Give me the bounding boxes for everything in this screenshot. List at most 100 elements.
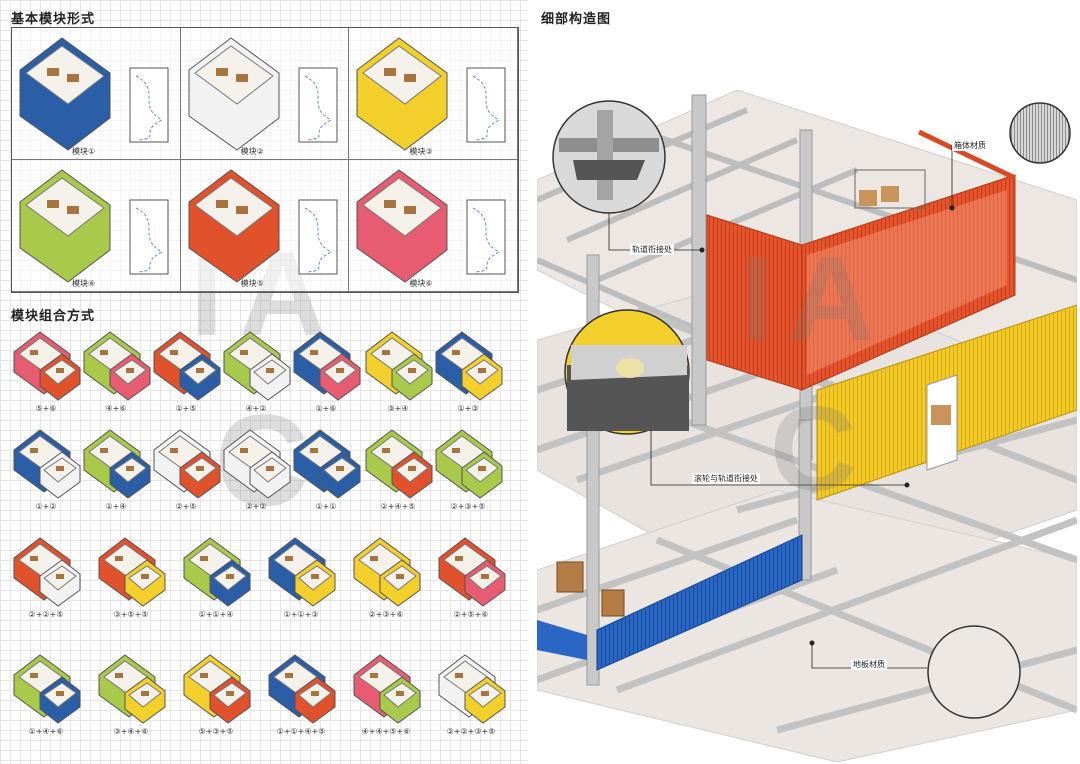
combo-label: ①+①+④+⑤ — [276, 727, 326, 736]
combo-drawing — [13, 331, 81, 401]
combo-item: ③+⑤+⑤ — [95, 528, 167, 628]
title-basic-modules: 基本模块形式 — [11, 12, 96, 27]
combo-label: ①+③ — [457, 404, 479, 413]
combo-item: ⑤+⑥ — [10, 322, 82, 422]
combo-item: ①+⑤ — [150, 322, 222, 422]
combo-item: ①+② — [10, 420, 82, 520]
callout-floor-material: 地板材质 — [851, 659, 887, 670]
module-drawing — [188, 169, 338, 283]
orange-module-glass — [807, 190, 1007, 375]
combo-label: ②+③+⑥ — [368, 610, 404, 619]
module-cell-3: 模块③ — [349, 28, 518, 160]
title-module-combinations: 模块组合方式 — [11, 309, 96, 324]
module-label: 模块③ — [409, 147, 433, 156]
combo-item: ①+④ — [80, 420, 152, 520]
module-drawing — [356, 37, 506, 151]
combo-item: ②+⑤ — [150, 420, 222, 520]
combo-label: ②+②+⑤ — [28, 610, 64, 619]
module-label: 模块⑤ — [240, 279, 264, 288]
combo-label: ①+①+③ — [283, 610, 319, 619]
shelf-unit — [854, 169, 926, 209]
blue-module-wall — [596, 534, 803, 671]
rail-joint-detail-circle — [552, 100, 666, 214]
module-cell-6: 模块⑥ — [349, 160, 518, 292]
module-cell-5: 模块⑤ — [180, 160, 350, 292]
combo-drawing — [435, 429, 503, 499]
combo-drawing — [153, 331, 221, 401]
combo-item: ③+④+⑥ — [95, 645, 167, 745]
combo-item: ②+③+⑥ — [350, 528, 422, 628]
blue-module-accent — [537, 620, 587, 660]
orange-module-side — [801, 174, 1016, 391]
combo-label: ④+② — [245, 404, 267, 413]
module-drawing — [19, 37, 169, 151]
combo-label: ①+①+④ — [198, 610, 234, 619]
combo-drawing — [293, 331, 361, 401]
combo-label: ①+① — [315, 502, 337, 511]
combo-drawing — [223, 429, 291, 499]
combo-label: ③+④ — [387, 404, 409, 413]
combo-label: ②+④+⑤ — [380, 502, 416, 511]
box-material-swatch — [1009, 102, 1071, 164]
combo-label: ④+⑥ — [105, 404, 127, 413]
combo-drawing — [293, 429, 361, 499]
combo-item: ③+④ — [362, 322, 434, 422]
wheel-joint-detail-circle — [564, 309, 690, 435]
combo-drawing — [83, 429, 151, 499]
callout-rail-joint: 轨道衔接处 — [630, 244, 674, 255]
title-detail-construction: 细部构造图 — [541, 12, 612, 27]
combo-label: ②+②+③+⑤ — [446, 727, 496, 736]
combo-item: ⑤+③+⑤ — [180, 645, 252, 745]
combo-label: ②+⑤ — [175, 502, 197, 511]
combo-label: ③+④+⑥ — [113, 727, 149, 736]
combo-item: ①+① — [290, 420, 362, 520]
combo-label: ①+④ — [105, 502, 127, 511]
combo-item: ①+①+③ — [265, 528, 337, 628]
combo-drawing — [365, 429, 433, 499]
combo-item: ②+④+⑤ — [362, 420, 434, 520]
combo-item: ①+④+⑥ — [10, 645, 82, 745]
combo-drawing — [13, 654, 81, 724]
combo-drawing — [353, 537, 421, 607]
combo-item: ②+② — [220, 420, 292, 520]
combo-label: ⑤+③+⑤ — [198, 727, 234, 736]
combo-item: ①+③ — [432, 322, 504, 422]
module-label: 模块④ — [72, 279, 96, 288]
module-drawing — [356, 169, 506, 283]
combo-drawing — [98, 654, 166, 724]
combo-drawing — [153, 429, 221, 499]
combo-label: ①+② — [35, 502, 57, 511]
combo-item: ①+①+④ — [180, 528, 252, 628]
combo-label: ③+⑤+⑤ — [113, 610, 149, 619]
combo-item: ④+④+⑤+⑥ — [350, 645, 422, 745]
combo-drawing — [435, 331, 503, 401]
module-label: 模块⑥ — [409, 279, 433, 288]
callout-wheel-joint: 滚轮与轨道衔接处 — [692, 473, 760, 484]
module-cell-2: 模块② — [180, 28, 350, 160]
watermark-right-top: IA — [740, 232, 888, 366]
combo-drawing — [438, 654, 506, 724]
combo-item: ②+③+⑤ — [432, 420, 504, 520]
combo-label: ②+③+⑤ — [450, 502, 486, 511]
module-label: 模块① — [72, 147, 96, 156]
combo-drawing — [268, 537, 336, 607]
module-cell-4: 模块④ — [12, 160, 181, 292]
combo-item: ①+⑥ — [290, 322, 362, 422]
combo-item: ②+⑤+⑥ — [435, 528, 507, 628]
combo-item: ④+② — [220, 322, 292, 422]
combo-item: ②+②+③+⑤ — [435, 645, 507, 745]
combo-drawing — [83, 331, 151, 401]
combo-drawing — [13, 429, 81, 499]
combo-drawing — [183, 654, 251, 724]
combo-drawing — [183, 537, 251, 607]
callout-box-material: 箱体材质 — [952, 140, 988, 151]
combo-label: ②+⑤+⑥ — [453, 610, 489, 619]
module-label: 模块② — [240, 147, 264, 156]
module-drawing — [19, 169, 169, 283]
combo-drawing — [223, 331, 291, 401]
combo-label: ⑤+⑥ — [35, 404, 57, 413]
module-drawing — [188, 37, 338, 151]
basic-modules-frame: 模块① 模块② 模块③ 模块④ 模块⑤ 模块⑥ — [11, 27, 519, 293]
combo-label: ①+⑥ — [315, 404, 337, 413]
combo-label: ②+② — [245, 502, 267, 511]
